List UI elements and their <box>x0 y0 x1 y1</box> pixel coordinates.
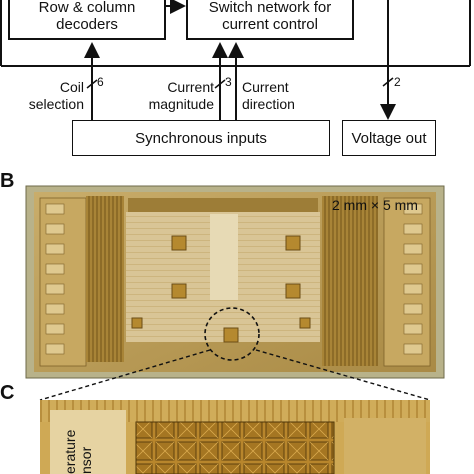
voltage-out-box: Voltage out <box>342 120 436 156</box>
coil-line2: selection <box>28 96 84 112</box>
left-pads <box>45 203 65 355</box>
switch-line2: current control <box>222 16 318 33</box>
direction-line1: Current <box>242 79 289 95</box>
magnitude-bus-slash <box>214 79 226 89</box>
scale-label: 2 mm × 5 mm <box>332 197 418 213</box>
coil-selection-label: Coil selection <box>18 79 84 113</box>
zoom-wire-band <box>40 400 430 422</box>
panel-c-label: C <box>0 382 15 404</box>
sensor-text: erature nsor <box>62 429 94 474</box>
switch-line1: Switch network for <box>208 0 332 16</box>
pad-square <box>285 283 301 299</box>
pad-square <box>131 317 143 329</box>
decoders-line2: decoders <box>56 16 118 33</box>
decoders-line1: Row & column <box>38 0 136 16</box>
coil-bus-slash <box>86 79 98 89</box>
magnitude-line2: magnitude <box>148 96 214 112</box>
left-coil-array <box>86 196 124 362</box>
sensor-label-region <box>50 410 126 474</box>
synchronous-inputs-box: Synchronous inputs <box>72 120 330 156</box>
pad-square <box>171 235 187 251</box>
coil-cell-array <box>135 421 335 474</box>
zoom-line-right <box>255 349 431 401</box>
sensor-label: erature nsor <box>58 418 118 474</box>
voltage-bus-slash <box>382 77 394 87</box>
magnitude-label: Current magnitude <box>132 79 214 113</box>
direction-line2: direction <box>242 96 295 112</box>
right-coil-array <box>322 196 378 366</box>
decoders-block: Row & column decoders <box>8 0 166 40</box>
center-column <box>210 214 238 300</box>
switch-network-block: Switch network for current control <box>186 0 354 40</box>
voltage-bits-label: 2 <box>394 75 401 89</box>
direction-label: Current direction <box>242 79 295 113</box>
zoom-line-left <box>39 349 211 401</box>
sensor-array-square <box>223 327 239 343</box>
pad-square <box>171 283 187 299</box>
zoom-right-region <box>344 418 426 474</box>
coil-line1: Coil <box>59 79 84 95</box>
magnitude-line1: Current <box>167 79 214 95</box>
zoom-ellipse <box>204 307 260 361</box>
pad-square <box>299 317 311 329</box>
right-pads <box>403 203 423 355</box>
pad-square <box>285 235 301 251</box>
coil-bits-label: 6 <box>97 75 104 89</box>
panel-b-label: B <box>0 170 15 192</box>
magnitude-bits-label: 3 <box>225 75 232 89</box>
top-bar <box>128 198 318 212</box>
